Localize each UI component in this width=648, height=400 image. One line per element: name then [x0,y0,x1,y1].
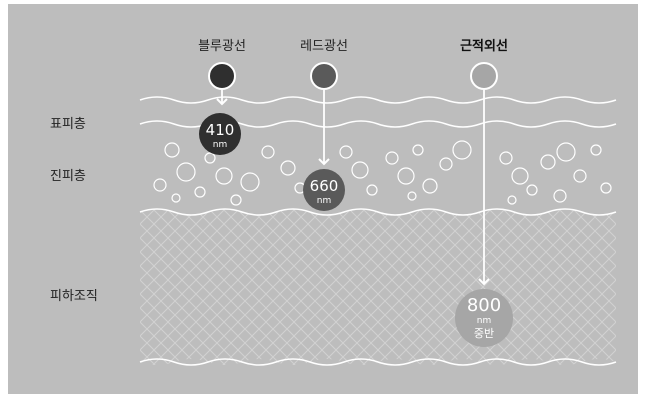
dermis-bubble [556,142,576,162]
dermis-bubble [176,162,196,182]
dermis-bubble [540,154,556,170]
subcutis-region [140,209,616,365]
blue-light-source-icon [208,62,236,90]
dermis-bubble [194,186,206,198]
red-light-source-icon [310,62,338,90]
dermis-bubble [590,144,602,156]
dermis-bubble [204,152,216,164]
layer-label-epidermis: 표피층 [50,117,86,132]
dermis-bubbles [153,140,612,206]
dermis-bubble [164,142,180,158]
nir-depth-badge [455,289,513,347]
dermis-bubble [507,195,517,205]
dermis-bubble [153,178,167,192]
dermis-bubble [261,145,275,159]
light-label-blue: 블루광선 [198,39,246,54]
dermis-bubble [553,189,567,203]
dermis-bubble [526,184,538,196]
dermis-bubble [366,184,378,196]
dermis-bubble [452,140,472,160]
dermis-bubble [339,145,353,159]
blue-depth-value: 410 [206,121,235,139]
dermis-bubble [240,172,260,192]
nir-depth-value: 800 [467,295,501,316]
blue-depth-badge [199,113,241,155]
light-label-nir: 근적외선 [460,38,508,54]
layer-label-dermis: 진피층 [50,169,86,184]
layer-label-subcutis: 피하조직 [50,289,98,304]
dermis-bubble [385,151,399,165]
blue-depth-unit: nm [213,140,227,150]
red-depth-value: 660 [310,177,339,195]
dermis-bubble [573,169,587,183]
dermis-bubble [439,157,453,171]
dermis-bubble [230,194,242,206]
dermis-bubble [422,178,438,194]
dermis-bubble [351,161,369,179]
red-depth-badge [303,169,345,211]
dermis-bubble [600,182,612,194]
dermis-bubble [171,193,181,203]
dermis-bubble [397,167,415,185]
red-depth-unit: nm [317,196,331,206]
dermis-bubble [412,144,424,156]
subcutis-top-line [139,208,617,216]
dermis-bubble [511,167,529,185]
nir-light-source-icon [470,62,498,90]
dermis-bubble [280,160,296,176]
dermis-bubble [499,151,513,165]
nir-depth-extra: 중반 [474,327,494,340]
dermis-bubble [407,191,417,201]
dermis-bubble [215,167,233,185]
nir-depth-unit: nm [477,316,491,326]
light-label-red: 레드광선 [300,39,348,54]
epidermis-top-line [139,96,617,104]
subcutis-bottom-line [139,358,617,366]
